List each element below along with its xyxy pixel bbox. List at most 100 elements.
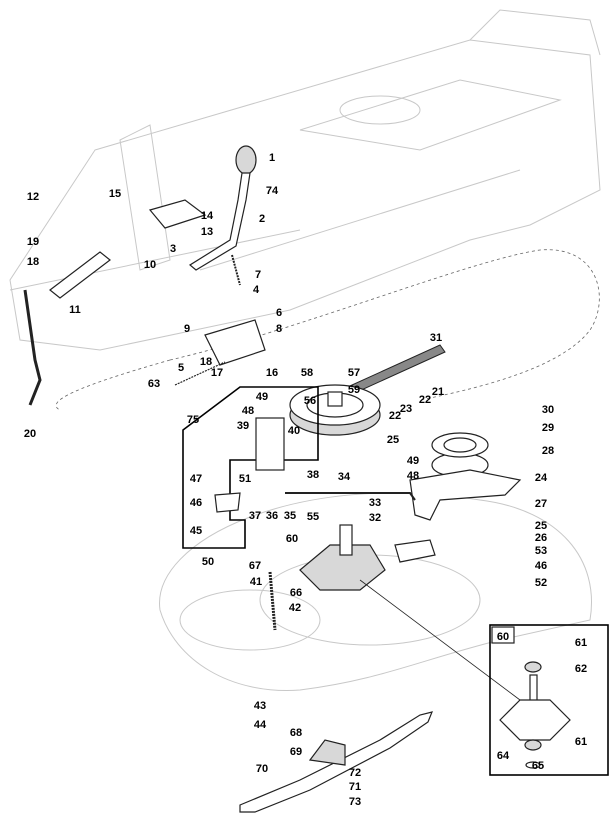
callout-65: 65 [532, 760, 544, 772]
callout-60: 60 [286, 533, 298, 545]
callout-67: 67 [249, 560, 261, 572]
callout-75: 75 [187, 414, 199, 426]
plate-46 [214, 492, 241, 513]
callout-30: 30 [542, 404, 554, 416]
callout-69: 69 [290, 746, 302, 758]
callout-39: 39 [237, 420, 249, 432]
callout-23: 23 [400, 403, 412, 415]
shift-lever [188, 145, 257, 271]
callout-57: 57 [348, 367, 360, 379]
callout-3: 3 [170, 243, 176, 255]
callout-33: 33 [369, 497, 381, 509]
callout-27: 27 [535, 498, 547, 510]
callout-48: 48 [407, 470, 419, 482]
callout-31: 31 [430, 332, 442, 344]
callout-62: 62 [575, 663, 587, 675]
callout-36: 36 [266, 510, 278, 522]
plate-39 [255, 417, 285, 471]
callout-15: 15 [109, 188, 121, 200]
callout-34: 34 [338, 471, 351, 483]
callout-17: 17 [211, 367, 223, 379]
callout-7: 7 [255, 269, 261, 281]
idler-pulley-28 [431, 432, 489, 478]
callout-45: 45 [190, 525, 202, 537]
bracket-53 [394, 539, 436, 563]
callout-18: 18 [200, 356, 212, 368]
callout-6: 6 [276, 307, 282, 319]
callout-38: 38 [307, 469, 319, 481]
spring-7 [231, 254, 241, 286]
callout-49: 49 [407, 455, 419, 467]
callout-37: 37 [249, 510, 261, 522]
callout-5: 5 [178, 362, 184, 374]
belt-route-outline [55, 249, 600, 411]
callout-20: 20 [24, 428, 36, 440]
callout-49: 49 [256, 391, 268, 403]
callout-72: 72 [349, 767, 361, 779]
callout-8: 8 [276, 323, 282, 335]
cable-20 [23, 289, 42, 406]
detail-box-label: 60 [497, 631, 509, 643]
callout-59: 59 [348, 384, 360, 396]
callout-25: 25 [387, 434, 399, 446]
callout-14: 14 [201, 210, 214, 222]
blade-70 [239, 711, 433, 813]
callout-51: 51 [239, 473, 251, 485]
callout-50: 50 [202, 556, 214, 568]
chassis-frame-ghost [9, 9, 601, 351]
plate-5 [204, 319, 266, 366]
callout-2: 2 [259, 213, 265, 225]
callout-11: 11 [69, 304, 81, 316]
callout-9: 9 [184, 323, 190, 335]
callout-43: 43 [254, 700, 266, 712]
callout-18: 18 [27, 256, 39, 268]
callout-46: 46 [535, 560, 547, 572]
callout-66: 66 [290, 587, 302, 599]
callout-12: 12 [27, 191, 39, 203]
callout-25: 25 [535, 520, 547, 532]
callout-68: 68 [290, 727, 302, 739]
callout-42: 42 [289, 602, 301, 614]
callout-64: 64 [497, 750, 510, 762]
arm-24 [409, 469, 522, 521]
callout-21: 21 [432, 386, 444, 398]
callout-28: 28 [542, 445, 554, 457]
callout-22: 22 [389, 410, 401, 422]
callout-55: 55 [307, 511, 319, 523]
callout-41: 41 [250, 576, 262, 588]
callout-53: 53 [535, 545, 547, 557]
callout-1: 1 [269, 152, 275, 164]
rod-34 [285, 492, 416, 501]
callout-19: 19 [27, 236, 39, 248]
callout-61: 61 [575, 736, 587, 748]
callout-48: 48 [242, 405, 254, 417]
callout-44: 44 [254, 719, 267, 731]
callout-61: 61 [575, 637, 587, 649]
callout-71: 71 [349, 781, 361, 793]
callout-4: 4 [253, 284, 260, 296]
callout-40: 40 [288, 425, 300, 437]
spring-63 [174, 361, 226, 386]
callout-63: 63 [148, 378, 160, 390]
callout-58: 58 [301, 367, 313, 379]
callout-32: 32 [369, 512, 381, 524]
callout-26: 26 [535, 532, 547, 544]
callout-52: 52 [535, 577, 547, 589]
callout-10: 10 [144, 259, 156, 271]
spindle-housing-60 [299, 524, 386, 591]
callout-35: 35 [284, 510, 296, 522]
kit-box-75 [182, 386, 319, 549]
callout-47: 47 [190, 473, 202, 485]
callout-56: 56 [304, 395, 316, 407]
bracket-14 [148, 199, 207, 229]
callout-22: 22 [419, 394, 431, 406]
callout-29: 29 [542, 422, 554, 434]
callout-74: 74 [266, 185, 279, 197]
callout-46: 46 [190, 497, 202, 509]
callout-13: 13 [201, 226, 213, 238]
callout-70: 70 [256, 763, 268, 775]
spring-41 [268, 571, 277, 631]
callout-24: 24 [535, 472, 548, 484]
